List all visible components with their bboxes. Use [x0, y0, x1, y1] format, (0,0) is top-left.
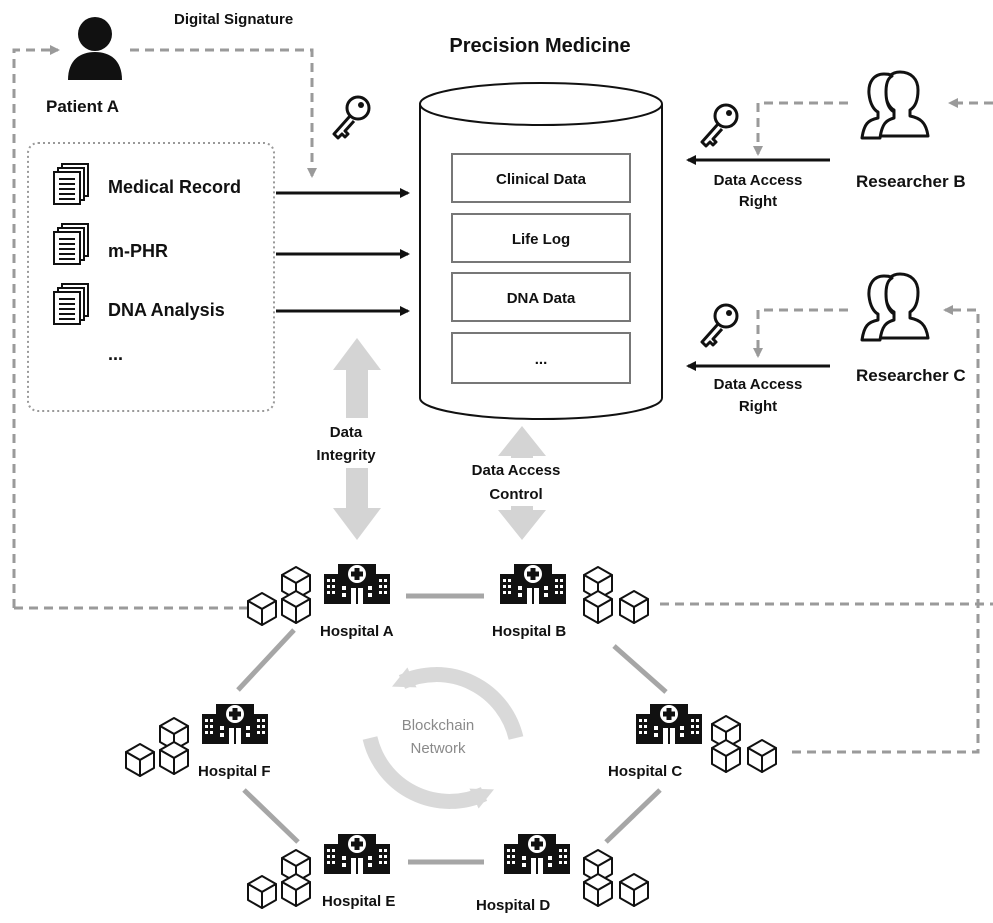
db-item-dna-data-label: DNA Data — [507, 290, 576, 307]
ring-line-b-c — [612, 644, 668, 694]
researcher-c-key-icon — [700, 303, 739, 348]
db-item-clinical-data-label: Clinical Data — [496, 171, 587, 188]
record-medical-record: Medical Record — [108, 177, 241, 197]
hospital-d-blocks-icon — [584, 850, 648, 906]
hospital-f-blocks-icon — [126, 718, 188, 776]
hospital-f-icon — [201, 703, 269, 745]
digital-signature-dashed-line — [130, 48, 317, 178]
researcher-b-name: Researcher B — [856, 172, 966, 191]
researcher-c-key-dashed-line — [753, 308, 848, 358]
digital-signature-label: Digital Signature — [174, 11, 293, 28]
hospital-d-icon — [503, 833, 571, 875]
records-box — [27, 142, 275, 412]
page-title: Precision Medicine — [449, 35, 630, 57]
data-access-control-line1: Data Access — [472, 462, 561, 479]
blockchain-ring-lines — [236, 593, 668, 865]
researcher-c-icon — [860, 272, 930, 342]
hospital-c-icon — [635, 703, 703, 745]
record-dna-analysis: DNA Analysis — [108, 300, 225, 320]
ring-line-f-a — [236, 628, 296, 692]
researcher-c-loop — [660, 305, 993, 754]
hospital-b-name: Hospital B — [492, 623, 566, 640]
ring-line-c-d — [604, 788, 662, 844]
record-m-phr: m-PHR — [108, 241, 168, 261]
patient-signature-loop — [12, 45, 317, 610]
data-integrity-line1: Data — [330, 424, 363, 441]
researcher-b-icon — [860, 70, 930, 140]
data-integrity-line2: Integrity — [316, 447, 376, 464]
hospital-a-blocks-icon — [248, 567, 310, 625]
researcher-b-access-line2: Right — [739, 193, 777, 210]
medical-record-doc-icon — [53, 163, 89, 205]
patient-icon — [68, 17, 122, 80]
blockchain-network-line2: Network — [410, 740, 466, 757]
hospital-e-icon — [323, 833, 391, 875]
hospital-b-icon — [499, 563, 567, 605]
db-item-clinical-data — [451, 153, 631, 203]
researcher-b-access-line1: Data Access — [714, 172, 803, 189]
hospital-a-to-patient-dashed-line — [12, 45, 60, 608]
db-item-dna-data — [451, 272, 631, 322]
blockchain-network-line1: Blockchain — [402, 717, 475, 734]
hospital-d-name: Hospital D — [476, 897, 550, 914]
researcher-c-access-line1: Data Access — [714, 376, 803, 393]
patient-key-icon — [332, 95, 371, 140]
data-access-control-line2: Control — [489, 486, 542, 503]
researcher-c-access-line2: Right — [739, 398, 777, 415]
db-item-life-log — [451, 213, 631, 263]
hospital-c-name: Hospital C — [608, 763, 682, 780]
hospital-a-name: Hospital A — [320, 623, 394, 640]
blockchain-cycle-icon — [362, 667, 524, 809]
researcher-b-key-dashed-line — [753, 101, 848, 156]
hospital-f-name: Hospital F — [198, 763, 271, 780]
m-phr-doc-icon — [53, 223, 89, 265]
record-more: ... — [108, 344, 123, 364]
db-item-more-label: ... — [535, 351, 548, 368]
researcher-b-loop — [753, 98, 993, 156]
hospital-e-blocks-icon — [248, 850, 310, 908]
db-item-life-log-label: Life Log — [512, 231, 570, 248]
data-access-control-label-bg — [450, 458, 582, 506]
hospital-a-icon — [323, 563, 391, 605]
hospital-b-blocks-icon — [584, 567, 648, 623]
hospital-e-name: Hospital E — [322, 893, 395, 910]
dna-analysis-doc-icon — [53, 283, 89, 325]
db-item-more — [451, 332, 631, 384]
hospital-c-blocks-icon — [712, 716, 776, 772]
ring-line-e-f — [242, 788, 300, 844]
researcher-b-key-icon — [700, 103, 739, 148]
data-integrity-label-bg — [322, 418, 394, 468]
hospital-c-to-researcher-c-dashed-line — [792, 305, 980, 754]
patient-name: Patient A — [46, 97, 119, 116]
researcher-c-name: Researcher C — [856, 366, 966, 385]
